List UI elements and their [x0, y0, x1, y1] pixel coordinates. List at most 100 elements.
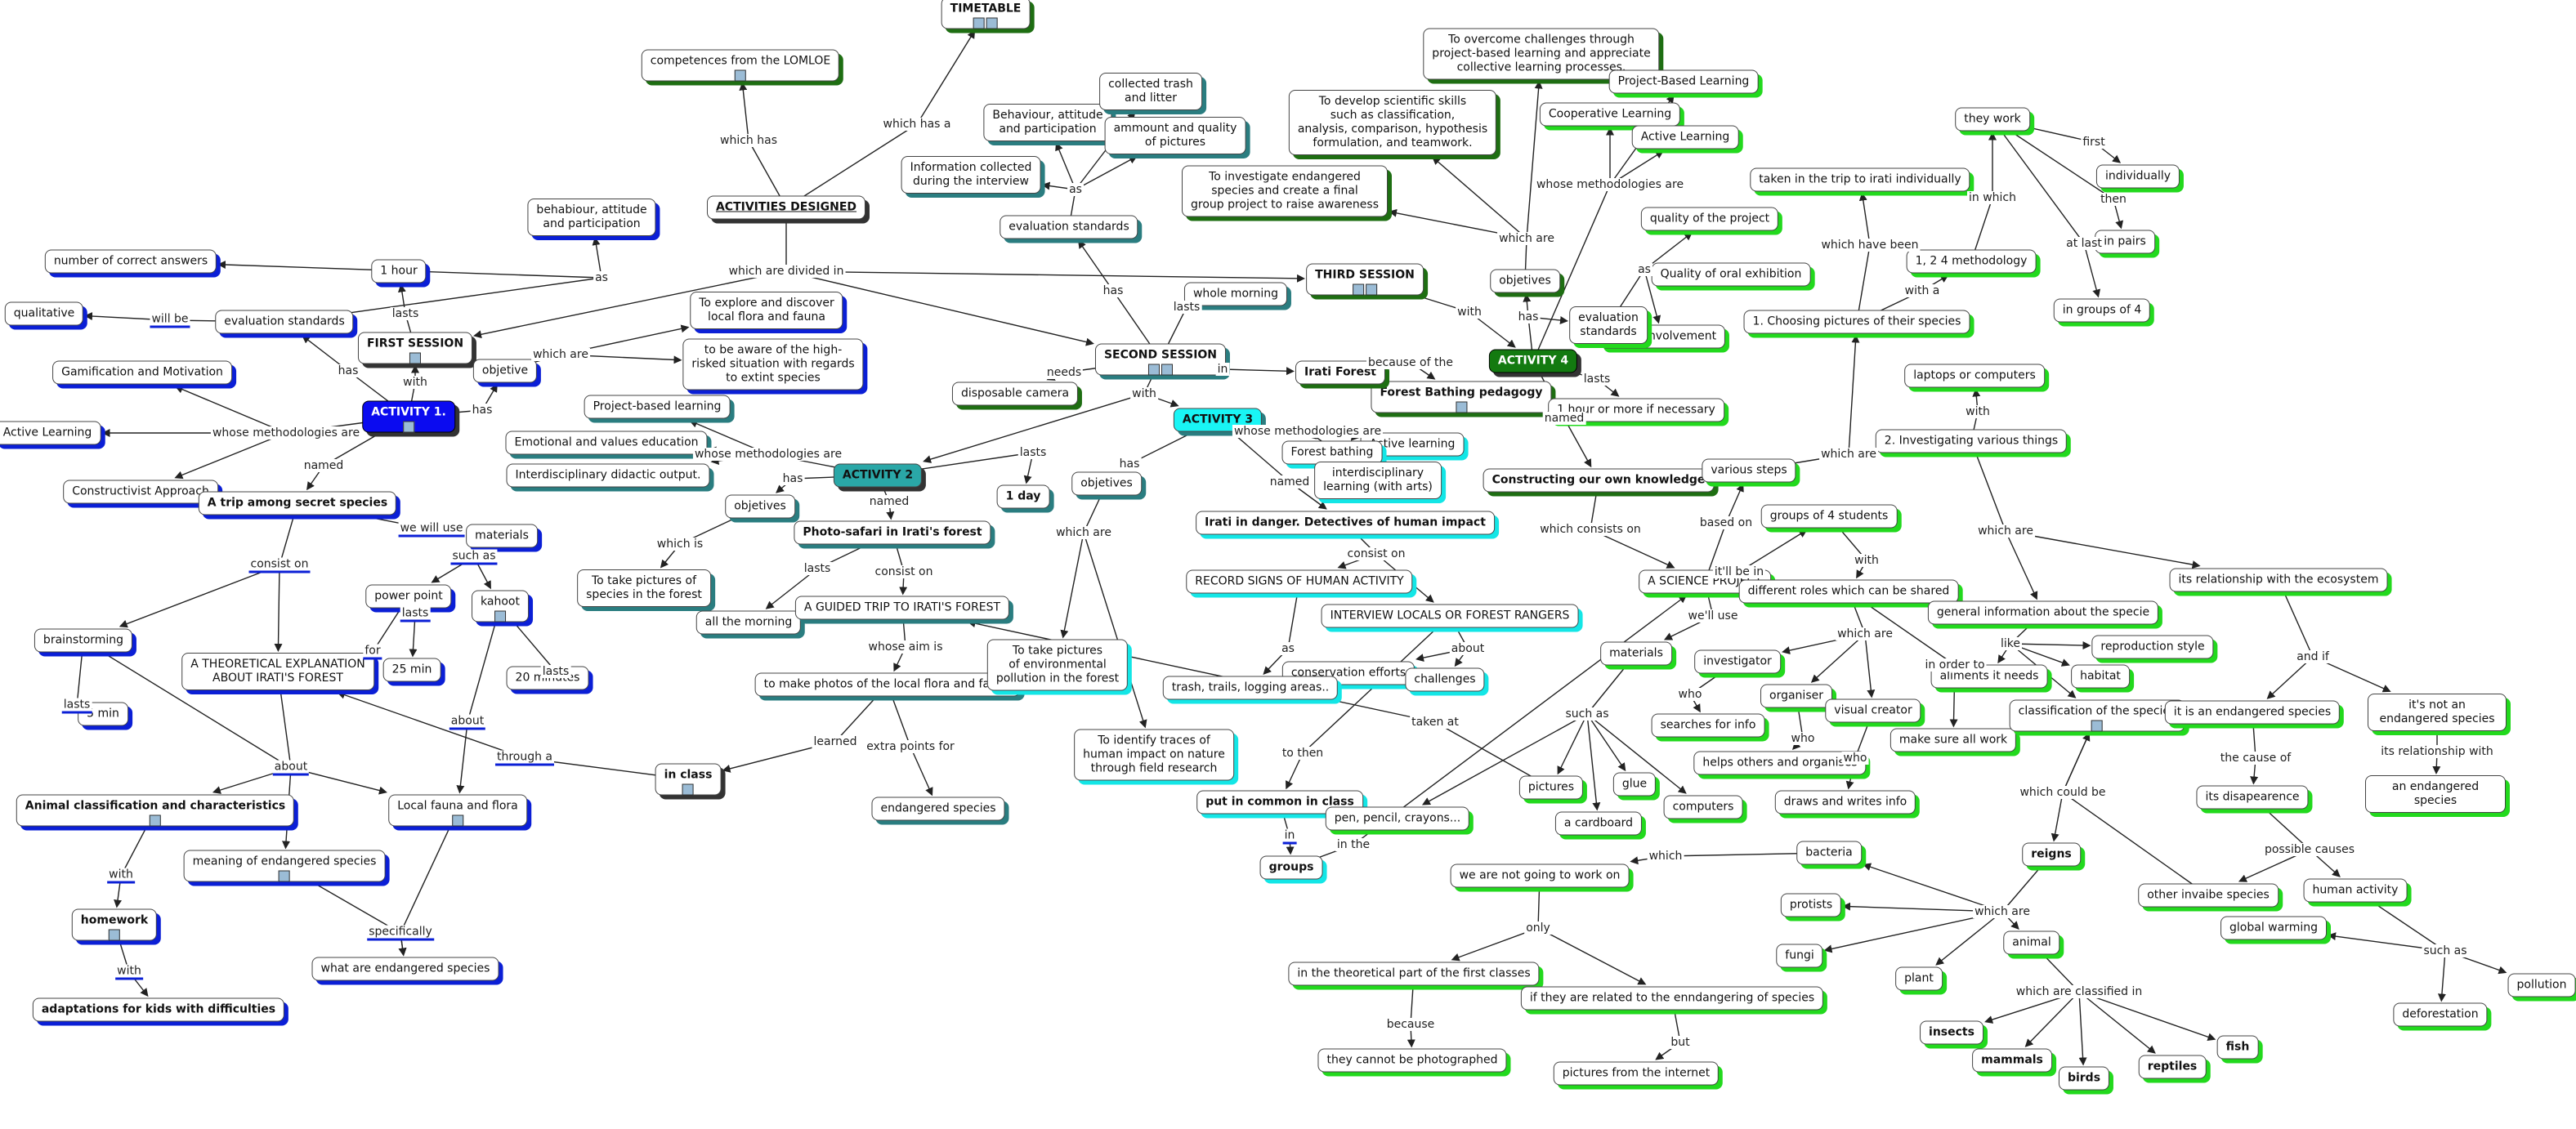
- concept-node-choosing-pictures[interactable]: 1. Choosing pictures of their species: [1743, 310, 1970, 334]
- concept-node-other-invasive[interactable]: other invaibe species: [2138, 883, 2279, 908]
- concept-node-not-going[interactable]: we are not going to work on: [1450, 863, 1630, 888]
- concept-node-objetives2[interactable]: objetives: [725, 494, 795, 519]
- concept-node-eval-std2[interactable]: evaluation standards: [1000, 215, 1138, 239]
- concept-node-project-based-teal[interactable]: Project-based learning: [584, 395, 731, 419]
- concept-node-timetable[interactable]: TIMETABLE: [941, 0, 1031, 29]
- concept-node-photo-safari[interactable]: Photo-safari in Irati's forest: [794, 520, 991, 545]
- concept-node-gamification[interactable]: Gamification and Motivation: [52, 360, 232, 385]
- concept-node-theoretical-first[interactable]: in the theoretical part of the first cla…: [1288, 962, 1540, 986]
- concept-node-take-pictures-pollution[interactable]: To take pictures of environmental pollut…: [986, 639, 1129, 691]
- concept-node-forest-bathing-ped[interactable]: Forest Bathing pedagogy: [1371, 381, 1552, 413]
- concept-node-insects[interactable]: insects: [1920, 1020, 1983, 1045]
- concept-node-various-steps[interactable]: various steps: [1702, 458, 1796, 483]
- concept-node-timetable-one-hour[interactable]: 1 hour: [371, 259, 427, 283]
- concept-node-active-learning-b[interactable]: Active Learning: [0, 421, 101, 445]
- concept-node-fish[interactable]: fish: [2216, 1035, 2259, 1060]
- concept-node-taken-trip[interactable]: taken in the trip to irati individually: [1750, 167, 1970, 192]
- concept-node-theoretical-expl[interactable]: A THEORETICAL EXPLANATION ABOUT IRATI'S …: [181, 653, 374, 690]
- concept-node-constructing[interactable]: Constructing our own knowledge: [1483, 468, 1715, 493]
- concept-node-objetives3[interactable]: objetives: [1490, 269, 1560, 293]
- resource-icon[interactable]: [986, 17, 998, 29]
- concept-node-conservation-efforts[interactable]: conservation efforts: [1281, 661, 1415, 685]
- concept-node-power-point[interactable]: power point: [365, 584, 452, 609]
- concept-node-qualitative[interactable]: qualitative: [4, 301, 84, 326]
- concept-node-materials4[interactable]: materials: [1600, 641, 1672, 666]
- concept-node-visual-creator[interactable]: visual creator: [1825, 698, 1921, 723]
- concept-node-irati-danger[interactable]: Irati in danger. Detectives of human imp…: [1196, 511, 1495, 535]
- concept-node-trip-secret[interactable]: A trip among secret species: [198, 491, 397, 515]
- concept-node-first-session[interactable]: FIRST SESSION: [357, 332, 473, 364]
- concept-node-in-class[interactable]: in class: [655, 763, 722, 796]
- concept-node-helps-others[interactable]: helps others and organises: [1693, 751, 1867, 775]
- concept-node-activity2[interactable]: ACTIVITY 2: [833, 463, 923, 488]
- concept-node-all-morning[interactable]: all the morning: [695, 610, 802, 635]
- concept-node-disposable-camera[interactable]: disposable camera: [951, 382, 1079, 406]
- concept-node-habitat[interactable]: habitat: [2071, 664, 2130, 689]
- concept-node-record-signs[interactable]: RECORD SIGNS OF HUMAN ACTIVITY: [1186, 569, 1413, 594]
- concept-node-challenges[interactable]: challenges: [1405, 667, 1485, 692]
- concept-node-fungi[interactable]: fungi: [1776, 944, 1823, 968]
- concept-node-birds[interactable]: birds: [2058, 1066, 2110, 1091]
- concept-node-aware-high-risk[interactable]: to be aware of the high- risked situatio…: [682, 338, 864, 390]
- concept-node-pictures-internet[interactable]: pictures from the internet: [1553, 1061, 1720, 1086]
- concept-node-not-endangered[interactable]: it's not an endangered species: [2368, 694, 2507, 731]
- concept-node-they-work[interactable]: they work: [1955, 107, 2030, 132]
- concept-node-groups[interactable]: groups: [1259, 855, 1323, 880]
- concept-node-activity1[interactable]: ACTIVITY 1.: [362, 400, 455, 433]
- resource-icon[interactable]: [109, 929, 120, 941]
- concept-node-general-info[interactable]: general information about the specie: [1927, 600, 2159, 625]
- resource-icon[interactable]: [1456, 401, 1467, 413]
- concept-node-animal-class[interactable]: Animal classification and characteristic…: [16, 794, 295, 827]
- concept-node-computers[interactable]: computers: [1663, 795, 1743, 819]
- concept-node-lomloe[interactable]: competences from the LOMLOE: [641, 49, 840, 82]
- concept-node-coop-learning[interactable]: Cooperative Learning: [1539, 102, 1681, 127]
- concept-node-draws-writes[interactable]: draws and writes info: [1774, 790, 1916, 814]
- concept-node-trash-trails[interactable]: trash, trails, logging areas..: [1162, 676, 1339, 700]
- concept-node-groups4students[interactable]: groups of 4 students: [1760, 504, 1898, 529]
- concept-node-organiser[interactable]: organiser: [1760, 684, 1832, 708]
- resource-icon[interactable]: [1352, 283, 1364, 296]
- concept-node-objetives3b[interactable]: objetives: [1071, 471, 1142, 496]
- concept-node-photos-flora[interactable]: to make photos of the local flora and fa…: [754, 672, 1021, 697]
- concept-node-interview-rangers[interactable]: INTERVIEW LOCALS OR FOREST RANGERS: [1321, 604, 1579, 628]
- concept-node-what-endangered[interactable]: what are endangered species: [311, 957, 499, 981]
- concept-node-eval-std4[interactable]: evaluation standards: [1569, 306, 1648, 344]
- concept-node-mammals[interactable]: mammals: [1972, 1048, 2052, 1073]
- resource-icon[interactable]: [734, 69, 746, 82]
- concept-node-brainstorming[interactable]: brainstorming: [34, 628, 133, 653]
- concept-node-is-endangered[interactable]: it is an endangered species: [2164, 700, 2341, 725]
- resource-icon[interactable]: [1147, 364, 1160, 376]
- concept-node-pbl-green[interactable]: Project-Based Learning: [1608, 69, 1759, 94]
- concept-node-reptiles[interactable]: reptiles: [2138, 1055, 2207, 1079]
- concept-node-activities-designed[interactable]: ACTIVITIES DESIGNED: [706, 195, 866, 220]
- concept-node-protists[interactable]: protists: [1780, 893, 1842, 917]
- concept-node-explore-flora[interactable]: To explore and discover local flora and …: [690, 292, 843, 329]
- concept-node-its-disapearence[interactable]: its disapearence: [2196, 785, 2309, 810]
- concept-node-25min[interactable]: 25 min: [382, 658, 441, 682]
- concept-node-plant[interactable]: plant: [1895, 966, 1943, 991]
- concept-node-in-pairs[interactable]: in pairs: [2095, 230, 2155, 254]
- concept-node-quality-project[interactable]: quality of the project: [1640, 207, 1779, 231]
- concept-node-meaning-endangered[interactable]: meaning of endangered species: [183, 850, 386, 882]
- resource-icon[interactable]: [452, 814, 463, 827]
- concept-node-homework[interactable]: homework: [71, 908, 158, 941]
- concept-node-searches-info[interactable]: searches for info: [1651, 713, 1765, 738]
- concept-node-a-cardboard[interactable]: a cardboard: [1554, 811, 1643, 836]
- concept-node-cannot-photographed[interactable]: they cannot be photographed: [1317, 1048, 1507, 1073]
- concept-node-local-fauna[interactable]: Local fauna and flora: [388, 794, 527, 827]
- concept-node-individually[interactable]: individually: [2095, 164, 2180, 189]
- concept-node-guided-trip[interactable]: A GUIDED TRIP TO IRATI'S FOREST: [794, 596, 1010, 620]
- concept-node-interdisc-didactic[interactable]: Interdisciplinary didactic output.: [506, 463, 710, 488]
- concept-node-make-sure[interactable]: make sure all work: [1890, 728, 2017, 752]
- concept-node-amount-quality[interactable]: ammount and quality of pictures: [1104, 117, 1246, 154]
- resource-icon[interactable]: [1161, 364, 1173, 376]
- concept-node-take-pictures-species[interactable]: To take pictures of species in the fores…: [577, 569, 711, 607]
- concept-node-beh-att-part[interactable]: Behaviour, attitude and participation: [983, 104, 1112, 141]
- concept-node-investigate-endangered[interactable]: To investigate endangered species and cr…: [1182, 165, 1388, 217]
- resource-icon[interactable]: [682, 783, 694, 796]
- concept-node-objetive1[interactable]: objetive: [472, 359, 538, 383]
- concept-node-pollution[interactable]: pollution: [2507, 973, 2576, 997]
- concept-node-different-roles[interactable]: different roles which can be shared: [1738, 579, 1959, 604]
- concept-node-dev-sci[interactable]: To develop scientific skills such as cla…: [1288, 90, 1497, 155]
- resource-icon[interactable]: [278, 870, 290, 882]
